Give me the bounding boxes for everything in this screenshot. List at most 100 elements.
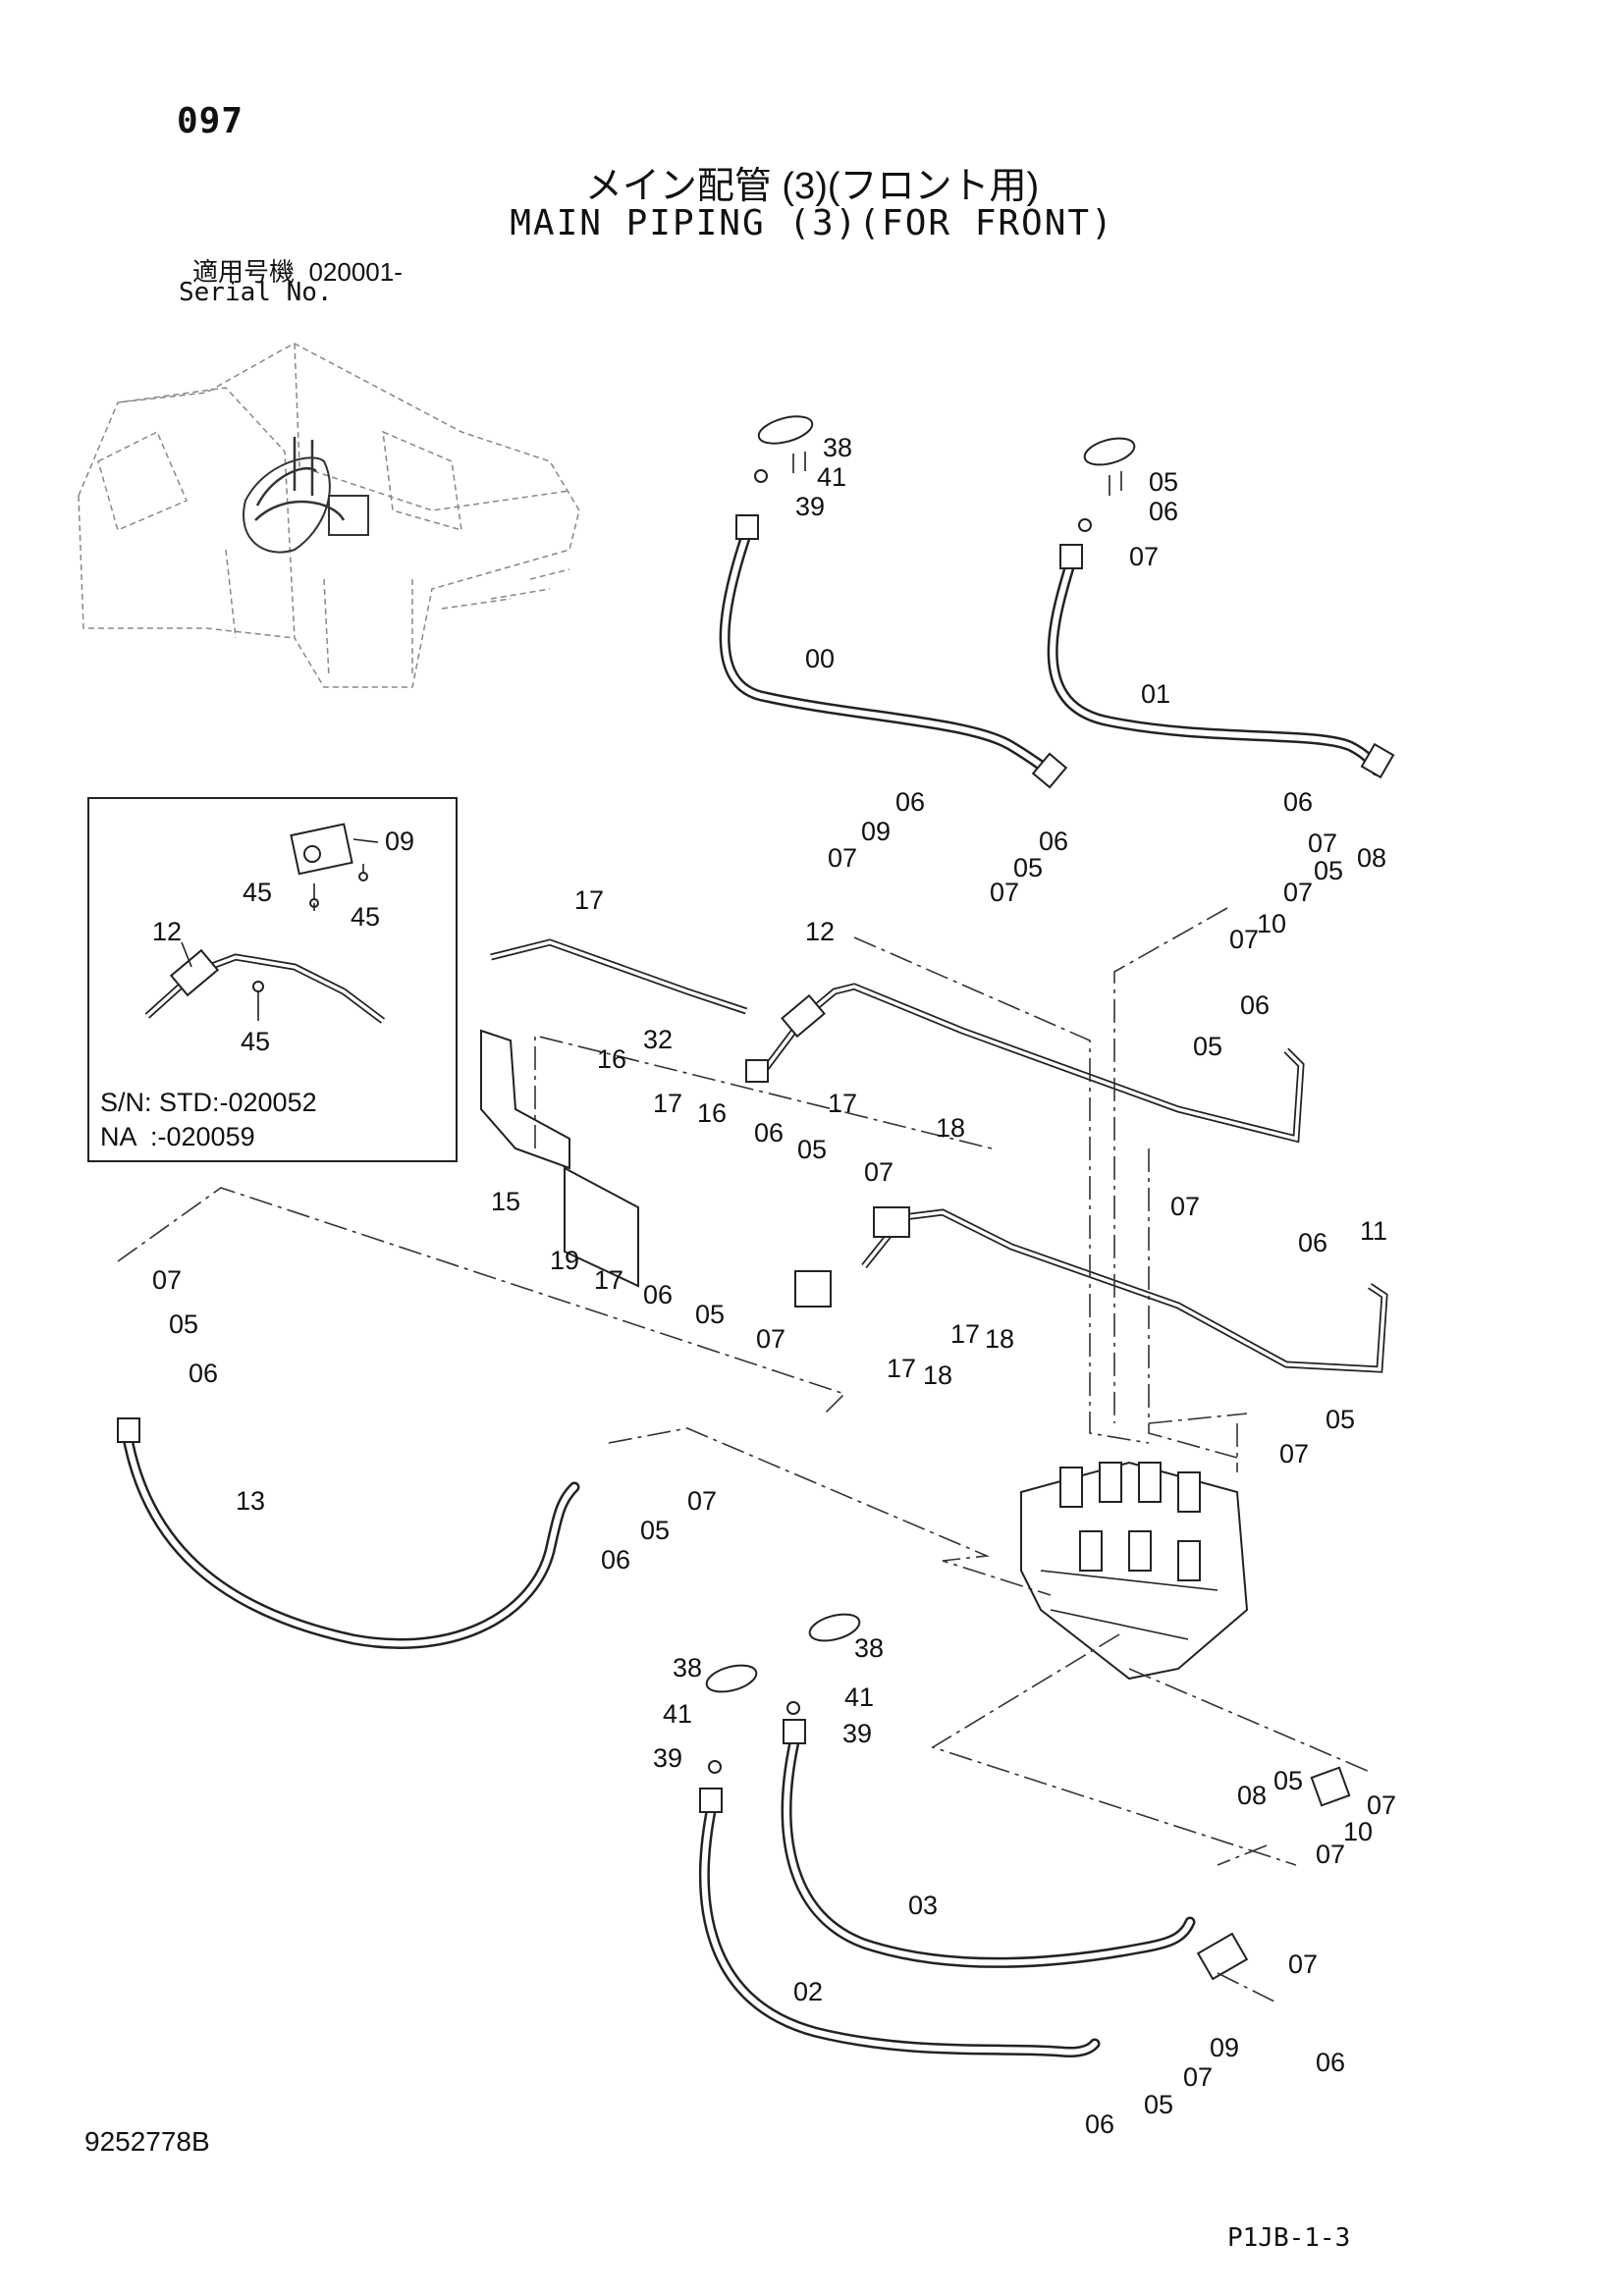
part-label: 01 xyxy=(1141,679,1170,709)
part-label: 08 xyxy=(1357,843,1386,873)
part-label: 06 xyxy=(189,1359,218,1388)
inset-labels: 09 45 45 12 45 xyxy=(152,827,414,1056)
part-label: 18 xyxy=(936,1113,965,1143)
part-label: 07 xyxy=(1279,1439,1309,1468)
part-label: 05 xyxy=(1013,853,1043,882)
part-label: 07 xyxy=(1129,542,1159,571)
control-valve xyxy=(1020,1461,1249,1681)
part-label: 19 xyxy=(550,1246,579,1275)
bracket-15 xyxy=(480,1029,570,1170)
document-number: 9252778B xyxy=(84,2126,210,2157)
inset-label-45-left: 45 xyxy=(243,878,272,907)
part-label: 06 xyxy=(643,1280,673,1309)
part-label: 17 xyxy=(887,1354,916,1383)
part-label: 06 xyxy=(1240,990,1270,1020)
serial-inset-box xyxy=(87,797,458,1162)
part-label: 09 xyxy=(1210,2033,1239,2062)
part-label: 11 xyxy=(1360,1216,1387,1246)
inset-label-45-right: 45 xyxy=(351,902,380,932)
part-label: 39 xyxy=(795,492,825,521)
part-label: 17 xyxy=(828,1089,857,1118)
part-label: 06 xyxy=(1283,787,1313,817)
part-label: 05 xyxy=(640,1516,670,1545)
part-label: 41 xyxy=(663,1699,692,1729)
part-label: 18 xyxy=(923,1361,952,1390)
part-label: 17 xyxy=(594,1265,623,1295)
part-label: 05 xyxy=(1314,856,1343,885)
part-label: 39 xyxy=(842,1719,872,1748)
part-label: 05 xyxy=(1144,2090,1173,2119)
part-label: 05 xyxy=(1149,467,1178,497)
part-label: 05 xyxy=(1273,1766,1303,1795)
connection-lines xyxy=(117,907,1371,2003)
part-label: 09 xyxy=(861,817,891,846)
part-label: 05 xyxy=(169,1309,198,1339)
serial-value: 020001- xyxy=(308,257,403,287)
part-label: 10 xyxy=(1343,1817,1373,1846)
hose-01 xyxy=(1047,437,1395,779)
inset-label-12: 12 xyxy=(152,917,182,946)
part-label: 38 xyxy=(673,1653,702,1682)
part-label: 38 xyxy=(854,1633,884,1663)
hose-13 xyxy=(117,1417,580,1649)
part-label: 17 xyxy=(574,885,604,915)
part-label: 07 xyxy=(687,1486,717,1516)
part-label: 07 xyxy=(990,878,1019,907)
part-label: 18 xyxy=(985,1324,1014,1354)
sheet-code: P1JB-1-3 xyxy=(1227,2223,1351,2253)
machine-overview-illustration xyxy=(78,343,580,688)
part-label: 07 xyxy=(1229,925,1259,954)
inset-serial-note-2: NA :-020059 xyxy=(100,1122,255,1151)
page-number: 097 xyxy=(177,101,244,141)
serial-label-jp-text: 適用号機 xyxy=(192,257,296,287)
part-label: 06 xyxy=(1149,497,1178,526)
title-english: MAIN PIPING (3)(FOR FRONT) xyxy=(510,203,1114,243)
part-label: 00 xyxy=(805,644,835,673)
part-label: 16 xyxy=(597,1044,626,1074)
part-label: 07 xyxy=(1316,1840,1345,1869)
inset-serial-note-1: S/N: STD:-020052 xyxy=(100,1088,317,1117)
part-label: 41 xyxy=(844,1682,874,1712)
inset-label-09: 09 xyxy=(385,827,414,856)
part-label: 06 xyxy=(754,1118,784,1148)
part-label: 07 xyxy=(1308,828,1337,858)
part-label: 05 xyxy=(695,1300,725,1329)
part-label: 10 xyxy=(1257,909,1286,938)
part-label: 05 xyxy=(1193,1032,1222,1061)
part-label: 13 xyxy=(236,1486,265,1516)
part-label: 06 xyxy=(1298,1228,1327,1257)
part-label: 07 xyxy=(1288,1949,1318,1979)
part-label: 06 xyxy=(895,787,925,817)
part-label: 06 xyxy=(1039,827,1068,856)
part-label: 15 xyxy=(491,1187,520,1216)
part-label: 06 xyxy=(1085,2109,1114,2139)
bracket-19 xyxy=(564,1166,639,1288)
part-label: 07 xyxy=(864,1157,893,1187)
part-label: 12 xyxy=(805,917,835,946)
part-label: 16 xyxy=(697,1098,727,1128)
part-label: 41 xyxy=(817,462,846,492)
hose-03 xyxy=(781,1613,1196,1968)
part-label: 17 xyxy=(653,1089,682,1118)
part-label: 02 xyxy=(793,1977,823,2006)
part-label: 17 xyxy=(950,1319,980,1349)
hose-00 xyxy=(719,415,1068,789)
pipe-11 xyxy=(794,1206,1388,1373)
part-label: 07 xyxy=(828,843,857,873)
part-label: 07 xyxy=(152,1265,182,1295)
part-labels: 38 41 39 00 05 06 07 01 06 06 09 07 05 0… xyxy=(152,433,1396,2139)
part-label: 08 xyxy=(1237,1781,1267,1810)
inset-label-45-bottom: 45 xyxy=(241,1027,270,1056)
part-label: 03 xyxy=(908,1891,938,1920)
part-label: 38 xyxy=(823,433,852,462)
part-label: 06 xyxy=(1316,2048,1345,2077)
part-label: 39 xyxy=(653,1743,682,1773)
hose-02 xyxy=(699,1664,1351,2057)
part-label: 07 xyxy=(1283,878,1313,907)
serial-label-japanese: 適用号機 020001- xyxy=(192,252,403,289)
part-label: 07 xyxy=(756,1324,785,1354)
part-label: 06 xyxy=(601,1545,630,1575)
pipe-12 xyxy=(490,938,1305,1144)
part-label: 05 xyxy=(797,1135,827,1164)
part-label: 07 xyxy=(1183,2062,1213,2092)
